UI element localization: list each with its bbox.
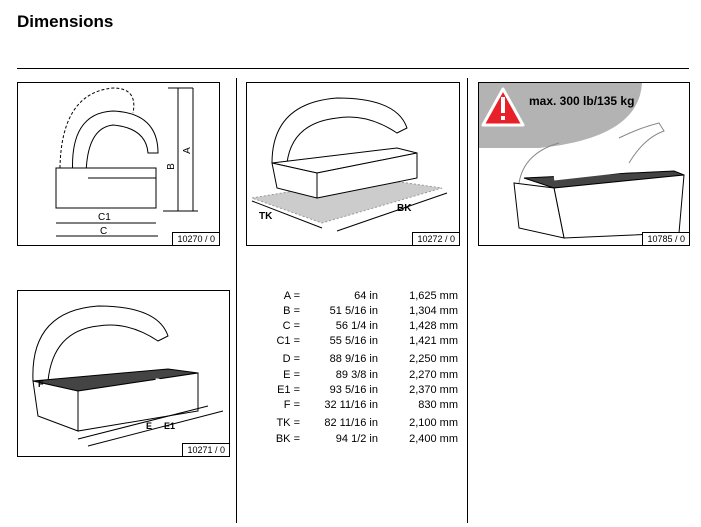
figure-max-weight: max. 300 lb/135 kg 10785 / 0 bbox=[478, 82, 690, 246]
dimension-label: TK = bbox=[276, 417, 300, 429]
column-divider bbox=[236, 78, 237, 523]
figure-id: 10271 / 0 bbox=[182, 443, 229, 456]
dimension-label: A = bbox=[283, 290, 300, 302]
dimension-mm: 2,100 mm bbox=[409, 417, 458, 429]
figure-footprint: TK BK 10272 / 0 bbox=[246, 82, 460, 246]
divider bbox=[17, 68, 689, 69]
dimension-label-e1: E1 bbox=[164, 421, 176, 431]
dimension-label-a: A bbox=[181, 147, 193, 154]
dimension-label: B = bbox=[283, 305, 300, 317]
dimension-label: D = bbox=[282, 353, 300, 365]
dimension-mm: 830 mm bbox=[418, 399, 458, 411]
dimension-inches: 89 3/8 in bbox=[335, 369, 378, 381]
dimension-inches: 94 1/2 in bbox=[335, 433, 378, 445]
dimension-mm: 2,370 mm bbox=[409, 384, 458, 396]
dimension-label-c: C bbox=[100, 226, 108, 237]
dimension-label-e: E bbox=[146, 421, 153, 431]
max-weight-warning: max. 300 lb/135 kg bbox=[529, 94, 635, 108]
figure-id: 10270 / 0 bbox=[172, 232, 219, 245]
table-row: E1 = 93 5/16 in 2,370 mm bbox=[270, 384, 460, 399]
dimension-mm: 2,400 mm bbox=[409, 433, 458, 445]
dimension-inches: 82 11/16 in bbox=[324, 417, 378, 429]
dimension-label-tk: TK bbox=[259, 211, 273, 222]
dimension-label: E = bbox=[283, 369, 300, 381]
figure-id: 10272 / 0 bbox=[412, 232, 459, 245]
dimension-inches: 93 5/16 in bbox=[329, 384, 378, 396]
table-row: F = 32 11/16 in 830 mm bbox=[270, 399, 460, 414]
dimension-label: BK = bbox=[275, 433, 300, 445]
dimension-inches: 88 9/16 in bbox=[329, 353, 378, 365]
footprint-drawing bbox=[250, 97, 448, 232]
dimension-label-d: D bbox=[155, 377, 162, 387]
dimension-mm: 1,625 mm bbox=[409, 290, 458, 302]
side-view-drawing bbox=[55, 87, 198, 237]
dimension-label-bk: BK bbox=[397, 203, 412, 214]
dimension-mm: 2,270 mm bbox=[409, 369, 458, 381]
table-row: TK = 82 11/16 in 2,100 mm bbox=[270, 417, 460, 432]
table-row: B = 51 5/16 in 1,304 mm bbox=[270, 305, 460, 320]
dimension-label: C1 = bbox=[276, 335, 300, 347]
table-row: E = 89 3/8 in 2,270 mm bbox=[270, 369, 460, 384]
dimension-mm: 1,428 mm bbox=[409, 320, 458, 332]
dimension-inches: 64 in bbox=[354, 290, 378, 302]
table-row: A = 64 in 1,625 mm bbox=[270, 290, 460, 305]
dimension-label: E1 = bbox=[277, 384, 300, 396]
dimension-inches: 51 5/16 in bbox=[329, 305, 378, 317]
dimension-mm: 1,421 mm bbox=[409, 335, 458, 347]
column-divider bbox=[467, 78, 468, 523]
figure-side-view: B A C1 C 10270 / 0 bbox=[17, 82, 220, 246]
dimension-label: F = bbox=[283, 399, 300, 411]
max-weight-drawing bbox=[479, 83, 685, 239]
dimension-inches: 56 1/4 in bbox=[335, 320, 378, 332]
dimension-label-b: B bbox=[165, 163, 177, 170]
figure-id: 10785 / 0 bbox=[642, 232, 689, 245]
table-row: C = 56 1/4 in 1,428 mm bbox=[270, 320, 460, 335]
page-title: Dimensions bbox=[17, 12, 114, 31]
figure-length-view: F D E E1 10271 / 0 bbox=[17, 290, 230, 457]
dimension-inches: 32 11/16 in bbox=[324, 399, 378, 411]
table-row: D = 88 9/16 in 2,250 mm bbox=[270, 353, 460, 368]
dimension-mm: 1,304 mm bbox=[409, 305, 458, 317]
table-row: BK = 94 1/2 in 2,400 mm bbox=[270, 433, 460, 448]
dimension-inches: 55 5/16 in bbox=[329, 335, 378, 347]
dimension-mm: 2,250 mm bbox=[409, 353, 458, 365]
table-row: C1 = 55 5/16 in 1,421 mm bbox=[270, 335, 460, 350]
dimension-label: C = bbox=[282, 320, 300, 332]
length-view-drawing bbox=[32, 305, 224, 447]
dimension-label-f: F bbox=[38, 379, 44, 389]
dimension-label-c1: C1 bbox=[98, 212, 111, 223]
